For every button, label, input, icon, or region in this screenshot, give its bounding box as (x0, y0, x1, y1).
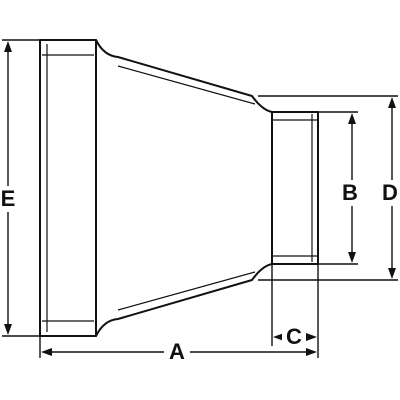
dim-c-arrow-left (273, 333, 284, 341)
dim-b-arrow-top (348, 113, 356, 124)
dim-e-label: E (1, 186, 16, 211)
taper-top-inner-line (117, 65, 256, 105)
dimension-d: D (258, 95, 400, 281)
dim-e-arrow-bottom (4, 324, 12, 335)
dim-b-label-bg (338, 180, 362, 206)
dim-c-label-bg (282, 324, 306, 350)
dim-e-label-bg (0, 186, 16, 212)
reducer-body (39, 39, 319, 337)
dim-b-arrow-bottom (348, 252, 356, 263)
taper-bottom-inner-line (117, 271, 256, 311)
dim-d-label: D (382, 180, 398, 205)
dim-a-label-bg (164, 339, 190, 365)
dimension-e: E (0, 39, 40, 337)
dim-d-label-bg (380, 180, 400, 206)
dimension-b: B (318, 111, 362, 265)
dim-a-arrow-left (41, 348, 52, 356)
dim-e-arrow-top (4, 41, 12, 52)
dim-c-arrow-right (306, 333, 317, 341)
small-end-spigot (271, 111, 319, 265)
dim-a-arrow-right (306, 348, 317, 356)
dim-d-arrow-bottom (388, 268, 396, 279)
dim-d-arrow-top (388, 97, 396, 108)
dim-a-label: A (169, 339, 185, 364)
dim-b-label: B (342, 180, 358, 205)
dim-c-label: C (286, 324, 302, 349)
large-end-flange (39, 39, 97, 337)
dimension-c: C (271, 264, 319, 350)
dimension-a: A (39, 336, 319, 365)
